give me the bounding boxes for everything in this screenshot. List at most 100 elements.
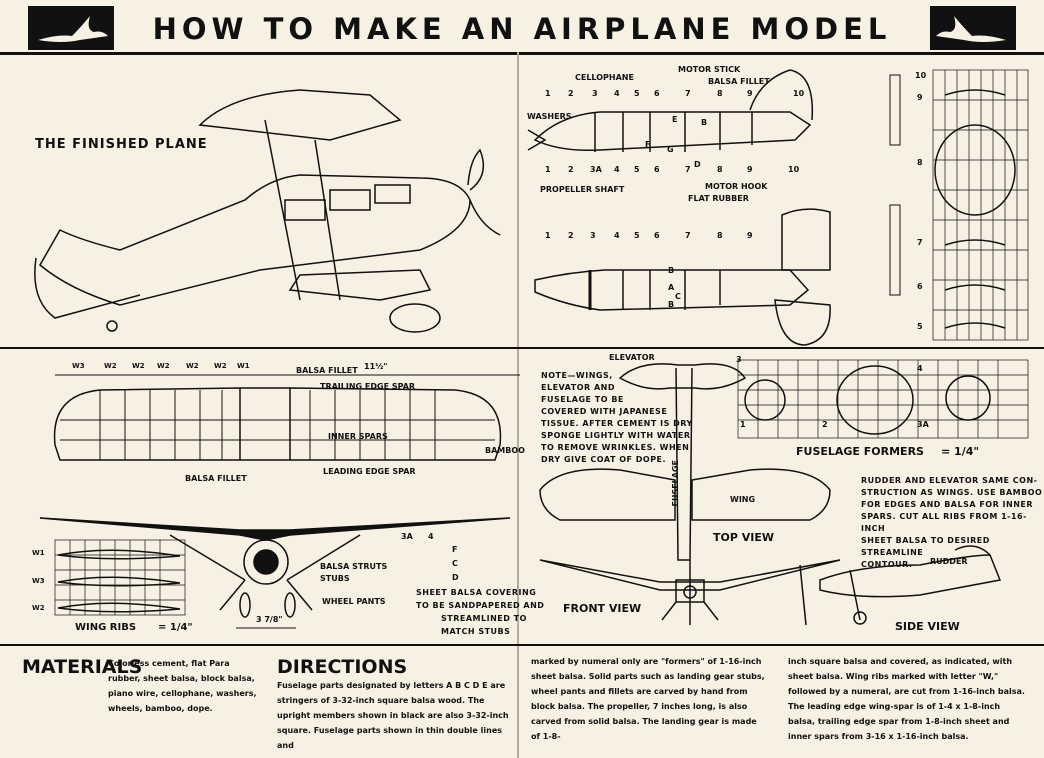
flat-rubber-label: FLAT RUBBER: [688, 194, 749, 203]
motor-hook-label: MOTOR HOOK: [705, 182, 768, 191]
former-number-mid-3: 3: [590, 231, 596, 240]
detail-d-label: D: [452, 573, 459, 582]
rib-number-w3: W3: [72, 362, 85, 370]
formers-number-3: 3: [736, 355, 742, 364]
former-number-top-10: 10: [793, 89, 805, 98]
finished-plane-label: THE FINISHED PLANE: [35, 137, 208, 152]
stringer-c: C: [675, 292, 681, 301]
top-view-label: TOP VIEW: [713, 531, 774, 544]
front-view-plane-drawing: [539, 559, 841, 625]
former-number-top-5: 5: [634, 89, 640, 98]
former-number-mid-1: 1: [545, 231, 551, 240]
wing-ribs-scale: = 1/4": [158, 622, 193, 633]
materials-heading: MATERIALS: [22, 656, 143, 678]
wing-span-label: 11½": [364, 362, 388, 371]
strut-4-label: 4: [428, 532, 434, 541]
tissue-note: NOTE—WINGS, ELEVATOR AND FUSELAGE TO BE …: [541, 370, 693, 466]
tissue-note-line-8: DRY GIVE COAT OF DOPE.: [541, 455, 667, 464]
rib-number-w2-1: W2: [104, 362, 117, 370]
bamboo-label: BAMBOO: [485, 446, 525, 455]
top-view-drawing: [539, 363, 831, 561]
elevator-label: ELEVATOR: [609, 353, 655, 362]
washers-label: WASHERS: [527, 112, 572, 121]
tissue-note-line-3: FUSELAGE TO BE: [541, 395, 624, 404]
propeller-shaft-label: PROPELLER SHAFT: [540, 185, 625, 194]
side-former-5: 5: [917, 322, 923, 331]
balsa-struts-label: BALSA STRUTS: [320, 562, 388, 571]
rudder-note-line-2: STRUCTION AS WINGS. USE BAMBOO: [861, 488, 1043, 497]
former-number-top-1: 1: [545, 89, 551, 98]
former-number-bottom-5: 5: [634, 165, 640, 174]
cellophane-label: CELLOPHANE: [575, 73, 634, 82]
former-number-mid-5: 5: [634, 231, 640, 240]
directions-text-col1: Fuselage parts designated by letters A B…: [277, 681, 509, 750]
directions-heading: DIRECTIONS: [277, 656, 408, 678]
tissue-note-line-2: ELEVATOR AND: [541, 383, 615, 392]
rib-label-w2: W2: [32, 604, 45, 612]
former-number-mid-8: 8: [717, 231, 723, 240]
wing-ribs-drawing: [54, 539, 186, 616]
sheet-balsa-note: SHEET BALSA COVERING TO BE SANDPAPERED A…: [416, 586, 544, 638]
stringer-a: A: [668, 283, 675, 292]
motor-stick-label: MOTOR STICK: [678, 65, 741, 74]
former-number-mid-2: 2: [568, 231, 574, 240]
former-number-mid-7: 7: [685, 231, 691, 240]
finished-plane-drawing: [34, 89, 501, 333]
fuselage-side-drawing: [527, 69, 901, 346]
directions-text-col2: marked by numeral only are "formers" of …: [531, 657, 765, 741]
rib-number-w1: W1: [237, 362, 250, 370]
rudder-note-line-4: SPARS. CUT ALL RIBS FROM 1-16-INCH: [861, 512, 1027, 533]
wing-plan-drawing: [53, 374, 520, 461]
side-former-6: 6: [917, 282, 923, 291]
fuselage-label: FUSELAGE: [671, 460, 680, 507]
detail-c-label: C: [452, 559, 458, 568]
tissue-note-line-1: NOTE—WINGS,: [541, 371, 613, 380]
fuselage-formers-label: FUSELAGE FORMERS: [796, 445, 924, 458]
side-view-label: SIDE VIEW: [895, 620, 960, 633]
stringer-b-top: B: [701, 118, 708, 127]
directions-text-col3: inch square balsa and covered, as indica…: [788, 657, 1025, 741]
leading-edge-spar-label: LEADING EDGE SPAR: [323, 467, 416, 476]
rib-label-w1: W1: [32, 549, 45, 557]
tissue-note-line-4: COVERED WITH JAPANESE: [541, 407, 668, 416]
rib-number-w2-5: W2: [214, 362, 227, 370]
balsa-fillet-lower-label: BALSA FILLET: [185, 474, 247, 483]
stringer-g: G: [667, 145, 674, 154]
side-view-plane-drawing: [799, 545, 1002, 626]
formers-number-2: 2: [822, 420, 828, 429]
former-number-mid-4: 4: [614, 231, 620, 240]
fuselage-formers-scale: = 1/4": [941, 445, 980, 458]
stringer-f: F: [645, 140, 651, 149]
front-view-drawing: [39, 517, 511, 629]
stringer-b-1: B: [668, 266, 675, 275]
stringer-b-2: B: [668, 300, 675, 309]
former-number-top-7: 7: [685, 89, 691, 98]
bird-logo-right-icon: [930, 6, 1016, 50]
former-number-mid-9: 9: [747, 231, 753, 240]
former-number-top-3: 3: [592, 89, 598, 98]
formers-number-3a: 3A: [917, 420, 929, 429]
rib-label-w3: W3: [32, 577, 45, 585]
wing-ribs-label: WING RIBS: [75, 622, 137, 633]
rudder-label: RUDDER: [930, 557, 968, 566]
former-number-mid-6: 6: [654, 231, 660, 240]
former-number-bottom-7: 7: [685, 165, 691, 174]
rib-number-w2-4: W2: [186, 362, 199, 370]
strut-3a-label: 3A: [401, 532, 413, 541]
wing-balsa-fillet-label: BALSA FILLET: [296, 366, 358, 375]
side-former-8: 8: [917, 158, 923, 167]
former-number-top-4: 4: [614, 89, 620, 98]
tissue-note-line-7: TO REMOVE WRINKLES. WHEN: [541, 443, 690, 452]
bird-logo-left-icon: [28, 6, 114, 50]
side-former-10: 10: [915, 71, 927, 80]
front-view-label: FRONT VIEW: [563, 602, 642, 615]
stubs-label: STUBS: [320, 574, 350, 583]
former-number-bottom-2: 2: [568, 165, 574, 174]
trailing-edge-spar-label: TRAILING EDGE SPAR: [320, 382, 416, 391]
former-number-bottom-10: 10: [788, 165, 800, 174]
side-former-9: 9: [917, 93, 923, 102]
wing-label: WING: [730, 495, 756, 504]
formers-grid-right: [932, 69, 1029, 341]
rudder-note-line-5: SHEET BALSA TO DESIRED STREAMLINE: [861, 536, 990, 557]
